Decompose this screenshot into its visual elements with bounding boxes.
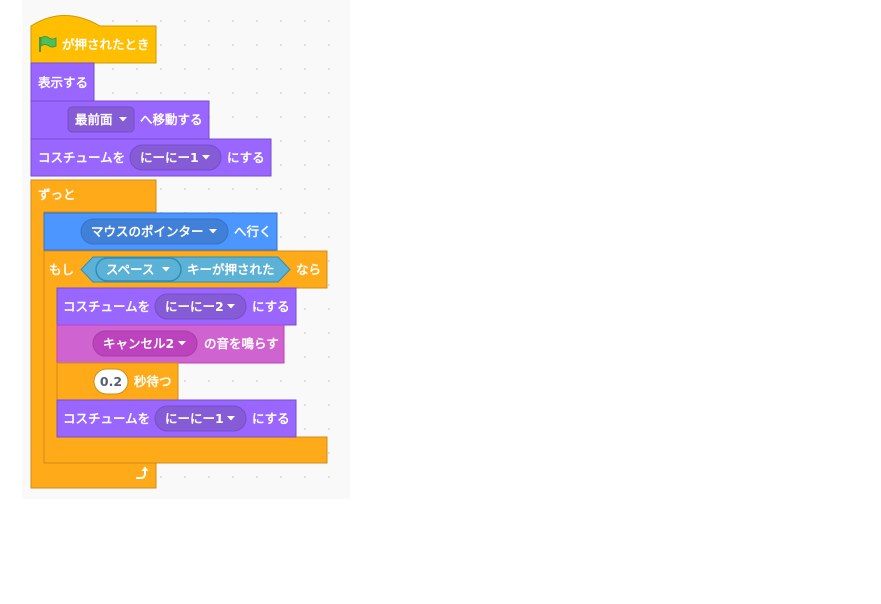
forever-label: ずっと [38,187,76,202]
costume-dropdown-value: にーにー2 [165,299,224,314]
when-flag-clicked-block[interactable]: が押されたとき [30,15,157,64]
go-to-layer-text: へ移動する [140,112,203,127]
show-block[interactable]: 表示する [30,62,95,102]
wait-seconds-input[interactable]: 0.2 [93,368,129,395]
switch-costume-block[interactable]: コスチュームを にーにー1 にする [56,399,297,438]
costume-dropdown-value: にーにー1 [140,150,199,165]
switch-costume-prefix: コスチュームを [38,150,125,165]
sound-dropdown-value: キャンセル2 [103,336,174,351]
switch-costume-suffix: にする [252,299,290,314]
layer-dropdown-value: 最前面 [75,112,113,127]
costume-dropdown[interactable]: にーにー1 [154,405,247,432]
sound-dropdown[interactable]: キャンセル2 [92,330,198,357]
switch-costume-suffix: にする [252,411,290,426]
costume-dropdown[interactable]: にーにー1 [129,144,222,171]
switch-costume-suffix: にする [227,150,265,165]
then-label: なら [296,262,321,277]
go-to-layer-block[interactable]: 最前面 へ移動する [30,100,210,140]
costume-dropdown-value: にーにー1 [165,411,224,426]
switch-costume-prefix: コスチュームを [63,411,150,426]
go-to-target-dropdown[interactable]: マウスのポインター [80,218,229,245]
when-flag-text: が押されたとき [62,37,150,52]
costume-dropdown[interactable]: にーにー2 [154,293,247,320]
switch-costume-prefix: コスチュームを [63,299,150,314]
go-to-target-value: マウスのポインター [91,224,204,239]
wait-block[interactable]: 0.2 秒待つ [56,362,179,401]
switch-costume-block[interactable]: コスチュームを にーにー2 にする [56,287,297,326]
if-label: もし [49,262,74,277]
show-text: 表示する [37,75,88,90]
start-sound-block[interactable]: キャンセル2 の音を鳴らす [56,324,285,364]
loop-arrow-icon [136,466,149,479]
layer-dropdown[interactable]: 最前面 [67,106,135,133]
key-pressed-block[interactable]: スペース キーが押された [80,256,291,283]
green-flag-icon [39,36,57,52]
key-dropdown-value: スペース [106,262,155,277]
wait-seconds-value: 0.2 [100,374,122,389]
go-to-block[interactable]: マウスのポインター へ行く [43,212,278,251]
switch-costume-block[interactable]: コスチュームを にーにー1 にする [30,138,272,177]
wait-text: 秒待つ [134,374,172,389]
start-sound-text: の音を鳴らす [204,336,279,351]
key-dropdown[interactable]: スペース [95,257,182,282]
key-pressed-text: キーが押された [187,262,275,277]
go-to-text: へ行く [234,224,272,239]
